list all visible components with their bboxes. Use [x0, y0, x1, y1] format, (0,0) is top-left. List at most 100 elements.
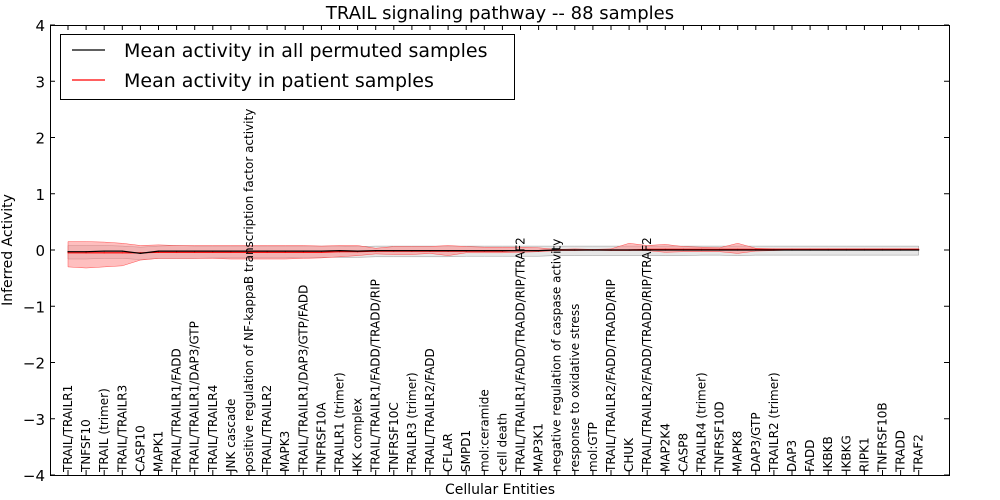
permuted-point [465, 250, 467, 252]
patient-point [85, 252, 87, 254]
x-tick-label: TNFRSF10B [876, 402, 890, 473]
x-tick-label: FADD [803, 440, 817, 473]
y-tick-label: 3 [35, 73, 45, 91]
x-tick-labels: TRAIL/TRAILR1 TNFSF10 TRAIL (trimer) TRAIL/… [61, 25, 926, 475]
x-tick-label: TNFRSF10D [713, 401, 727, 473]
legend-label-patient: Mean activity in patient samples [124, 70, 434, 92]
permuted-point [157, 250, 160, 252]
permuted-point [592, 249, 594, 251]
y-tick-label: 4 [35, 17, 45, 35]
patient-point [103, 252, 105, 254]
x-tick-label: TRAIL/TRAILR1 [61, 385, 75, 473]
x-axis-label: Cellular Entities [445, 482, 555, 498]
series-lines [67, 248, 920, 255]
x-tick-label: MAPK3 [278, 431, 292, 472]
patient-point [212, 251, 214, 253]
permuted-mean-line [68, 249, 919, 255]
legend-label-permuted: Mean activity in all permuted samples [124, 40, 487, 62]
x-tick-label: TRAIL/TRAILR1/FADD/TRADD/RIP [369, 279, 383, 473]
x-tick-label: cell death [495, 413, 509, 472]
patient-point [176, 251, 178, 253]
x-tick-label: TRAIL/TRAILR1/FADD/TRADD/RIP/TRAF2 [514, 237, 528, 473]
x-tick-label: JNK cascade [224, 399, 238, 473]
y-axis-label: Inferred Activity [0, 194, 16, 306]
permuted-point [556, 249, 558, 251]
x-tick-label: RIPK1 [857, 437, 871, 472]
permuted-point [338, 250, 341, 252]
legend: Mean activity in all permuted samples Me… [60, 34, 515, 100]
x-tick-label: TRADD [894, 430, 908, 473]
x-tick-label: TRAIL/TRAILR4 [206, 385, 220, 473]
x-tick-label: MAPK8 [731, 431, 745, 472]
patient-point [230, 251, 232, 253]
x-tick-label: CHUK [622, 437, 636, 472]
patient-point [302, 251, 304, 253]
x-tick-label: TRAILR4 (trimer) [695, 372, 709, 473]
permuted-point [357, 250, 359, 252]
patient-point [67, 252, 69, 254]
x-tick-label: mol:GTP [586, 422, 600, 472]
permuted-point [881, 249, 884, 251]
x-tick-label: TRAIL/TRAILR2/FADD/TRADD/RIP [604, 279, 618, 473]
x-tick-label: CASP8 [676, 433, 690, 472]
x-tick-label: MAP2K4 [658, 423, 672, 472]
permuted-point [664, 249, 666, 251]
permuted-point [85, 251, 87, 253]
x-tick-label: TRAILR3 (trimer) [405, 372, 419, 473]
x-tick-label: TRAF2 [912, 434, 926, 473]
x-tick-label: response to oxidative stress [568, 304, 582, 472]
permuted-point [176, 250, 178, 252]
permuted-point [755, 249, 757, 251]
x-tick-label: TRAIL (trimer) [97, 388, 111, 473]
x-tick-label: DAP3 [785, 440, 799, 472]
x-tick-label: DAP3/GTP [749, 412, 763, 472]
patient-point [338, 251, 341, 253]
permuted-point [429, 250, 431, 252]
y-tick-label: 1 [35, 186, 45, 204]
permuted-point [67, 251, 69, 253]
permuted-point [918, 249, 920, 251]
y-tick-label: −3 [23, 411, 45, 429]
permuted-point [121, 250, 123, 252]
y-tick-label: −4 [23, 467, 45, 485]
patient-point [284, 251, 286, 253]
x-tick-label: TRAIL/TRAILR2/FADD/TRADD/RIP/TRAF2 [640, 237, 654, 473]
x-tick-label: TRAIL/TRAILR1/DAP3/GTP [188, 321, 202, 473]
permuted-point [447, 250, 449, 252]
permuted-point [139, 252, 141, 254]
permuted-point [519, 250, 522, 252]
permuted-point [809, 249, 811, 251]
patient-point [320, 251, 322, 253]
x-tick-label: TRAILR2 (trimer) [767, 372, 781, 473]
permuted-point [284, 250, 286, 252]
permuted-point [845, 249, 847, 251]
permuted-point [610, 249, 612, 251]
permuted-point [501, 250, 503, 252]
x-tick-label: SMPD1 [459, 430, 473, 472]
permuted-point [411, 250, 413, 252]
permuted-point [737, 249, 739, 251]
permuted-point [827, 249, 829, 251]
permuted-point [538, 250, 540, 252]
x-tick-label: TRAIL/TRAILR1/DAP3/GTP/FADD [296, 285, 310, 473]
patient-point [266, 251, 268, 253]
permuted-point [483, 250, 485, 252]
permuted-point [719, 249, 721, 251]
patient-point [157, 251, 160, 253]
y-tick-label: 0 [35, 242, 45, 260]
permuted-point [574, 249, 576, 251]
legend-box [60, 34, 515, 100]
permuted-point [230, 250, 232, 252]
x-tick-label: TRAIL/TRAILR2/FADD [423, 348, 437, 473]
permuted-point [375, 250, 377, 252]
permuted-point [302, 250, 304, 252]
x-tick-label: IKK complex [351, 398, 365, 472]
y-tick-label: −2 [23, 355, 45, 373]
x-tick-label: TNFSF10 [79, 419, 93, 473]
patient-point [121, 252, 123, 254]
permuted-point [791, 249, 793, 251]
patient-point [248, 251, 250, 253]
x-tick-label: MAPK1 [152, 431, 166, 472]
